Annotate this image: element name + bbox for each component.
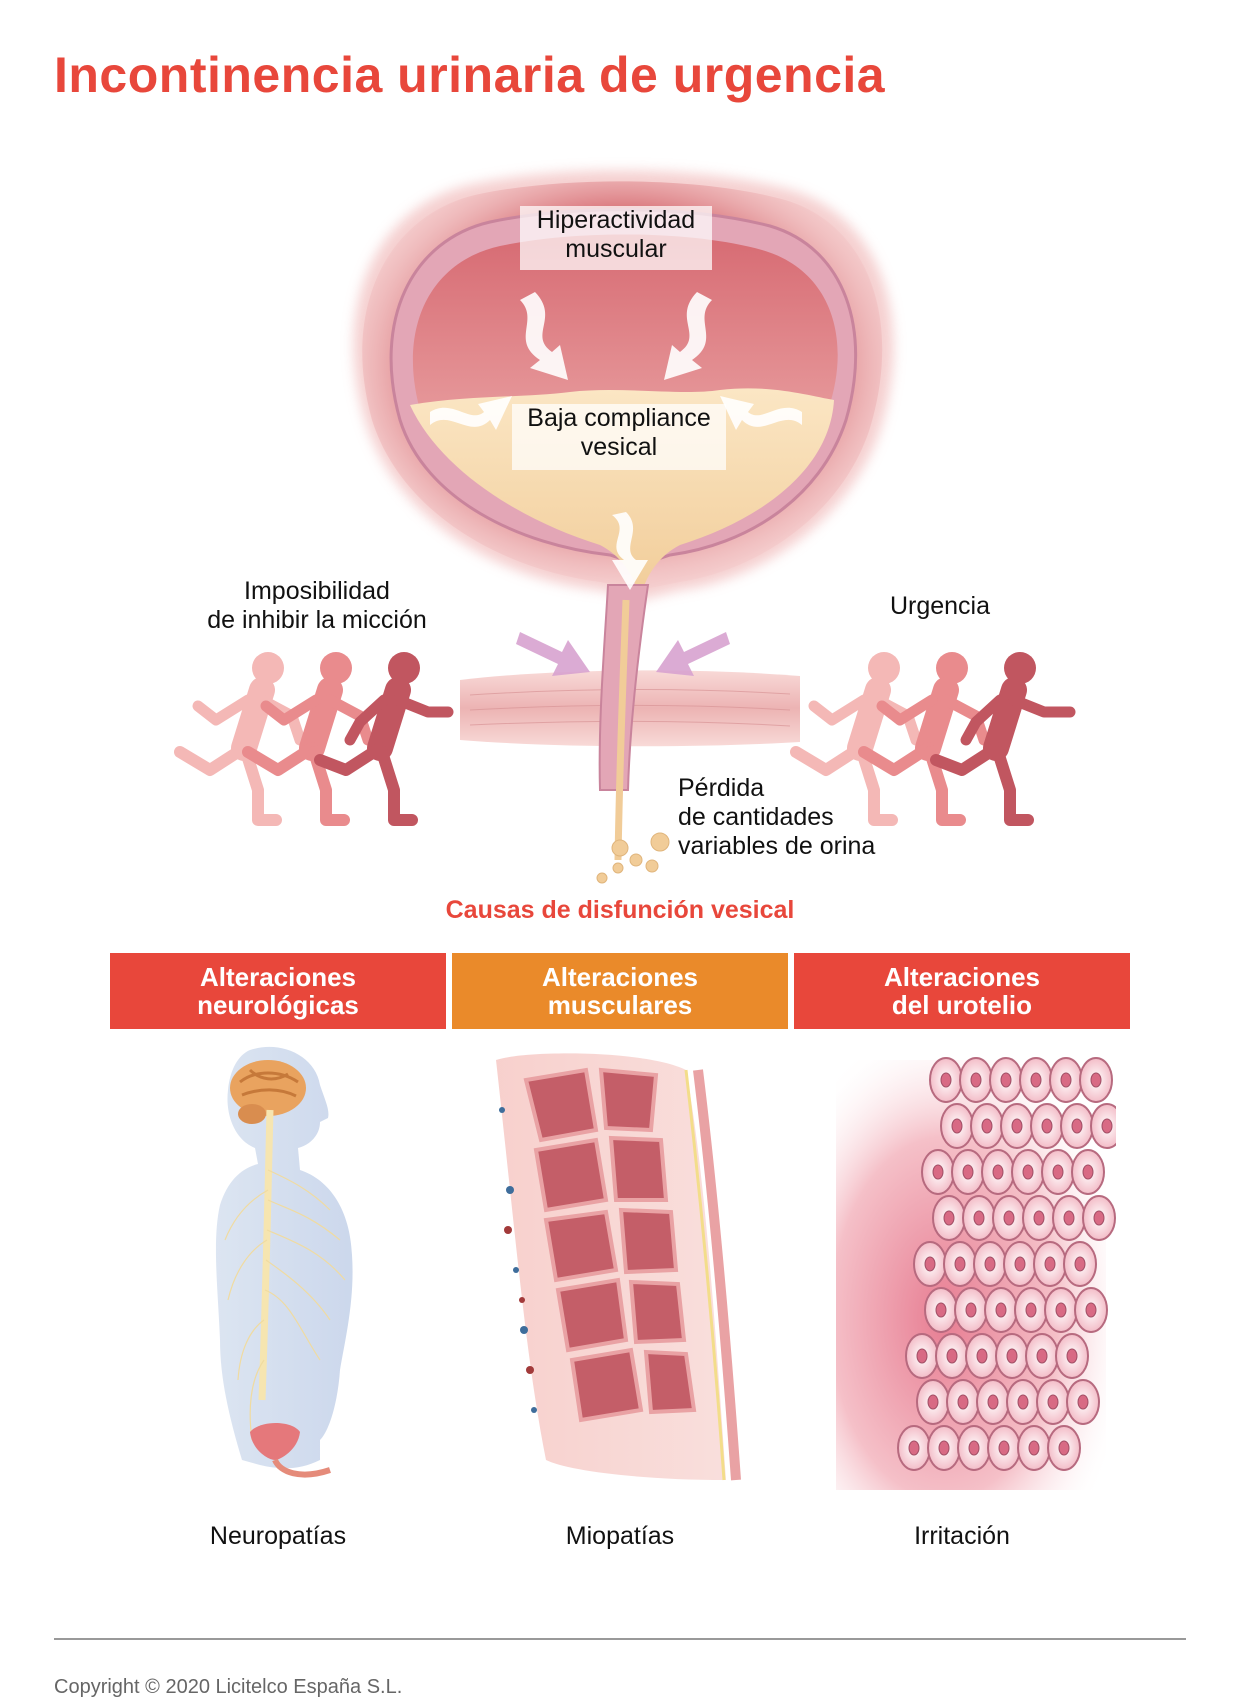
cell-nucleus (1017, 1394, 1029, 1410)
copyright: Copyright © 2020 Licitelco España S.L. (54, 1676, 403, 1698)
cell-nucleus (951, 1118, 963, 1134)
cell-nucleus (968, 1440, 980, 1456)
cell-nucleus (984, 1256, 996, 1272)
category-urothelium: Alteraciones del urotelio (794, 953, 1130, 1029)
category-label: Alteraciones neurológicas (197, 962, 359, 1020)
cell-nucleus (992, 1164, 1004, 1180)
category-label: Alteraciones musculares (541, 962, 699, 1020)
cell-nucleus (1000, 1072, 1012, 1088)
cell-nucleus (1055, 1302, 1067, 1318)
cell-nucleus (1022, 1164, 1034, 1180)
cell-nucleus (1047, 1394, 1059, 1410)
cell-nucleus (1082, 1164, 1094, 1180)
cell-nucleus (965, 1302, 977, 1318)
cell-nucleus (1033, 1210, 1045, 1226)
cell-nucleus (1036, 1348, 1048, 1364)
cell-nucleus (1025, 1302, 1037, 1318)
cell-nucleus (1006, 1348, 1018, 1364)
cell-nucleus (916, 1348, 928, 1364)
cell-nucleus (995, 1302, 1007, 1318)
cell-nucleus (940, 1072, 952, 1088)
cell-nucleus (1003, 1210, 1015, 1226)
cell-nucleus (1071, 1118, 1083, 1134)
cell-nucleus (927, 1394, 939, 1410)
running-figures-left (174, 652, 454, 826)
label-hyperactivity: Hiperactividad muscular (520, 206, 712, 270)
cell-nucleus (938, 1440, 950, 1456)
label-urgency: Urgencia (889, 592, 991, 620)
cell-nucleus (1041, 1118, 1053, 1134)
label-low-compliance: Baja compliance vesical (512, 404, 726, 470)
cell-nucleus (1060, 1072, 1072, 1088)
category-muscular: Alteraciones musculares (452, 953, 788, 1029)
cell-nucleus (1030, 1072, 1042, 1088)
cell-nucleus (998, 1440, 1010, 1456)
urothelium-illustration (836, 1057, 1116, 1490)
caption-myopathies: Miopatías (565, 1522, 675, 1550)
cell-nucleus (957, 1394, 969, 1410)
nervous-system-illustration (215, 1046, 353, 1478)
cell-nucleus (981, 1118, 993, 1134)
cell-nucleus (1044, 1256, 1056, 1272)
cell-nucleus (1011, 1118, 1023, 1134)
cell-nucleus (954, 1256, 966, 1272)
cell-nucleus (970, 1072, 982, 1088)
cell-nucleus (987, 1394, 999, 1410)
page-title: Incontinencia urinaria de urgencia (54, 47, 886, 103)
causes-title: Causas de disfunción vesical (445, 896, 795, 924)
cell-nucleus (1077, 1394, 1089, 1410)
cell-nucleus (943, 1210, 955, 1226)
cell-nucleus (1063, 1210, 1075, 1226)
cell-nucleus (1014, 1256, 1026, 1272)
category-label: Alteraciones del urotelio (883, 962, 1041, 1020)
cell-nucleus (935, 1302, 947, 1318)
cell-nucleus (976, 1348, 988, 1364)
running-figures-right (790, 652, 1076, 826)
category-neurological: Alteraciones neurológicas (110, 953, 446, 1029)
cell-nucleus (946, 1348, 958, 1364)
cell-nucleus (1066, 1348, 1078, 1364)
footer-divider (54, 1638, 1186, 1640)
cell-nucleus (1058, 1440, 1070, 1456)
label-loss: Pérdida de cantidades variables de orina (678, 774, 876, 860)
cell-nucleus (1101, 1118, 1113, 1134)
cell-nucleus (924, 1256, 936, 1272)
cell-nucleus (1028, 1440, 1040, 1456)
caption-irritation: Irritación (914, 1522, 1010, 1550)
muscle-tissue-illustration (496, 1053, 741, 1481)
cell-nucleus (932, 1164, 944, 1180)
cell-nucleus (973, 1210, 985, 1226)
cell-nucleus (962, 1164, 974, 1180)
cell-nucleus (1090, 1072, 1102, 1088)
label-impossibility: Imposibilidad de inhibir la micción (207, 577, 427, 634)
cell-nucleus (1052, 1164, 1064, 1180)
caption-neuropathies: Neuropatías (209, 1522, 347, 1550)
cell-nucleus (1085, 1302, 1097, 1318)
cell-nucleus (1093, 1210, 1105, 1226)
cell-nucleus (908, 1440, 920, 1456)
cell-nucleus (1074, 1256, 1086, 1272)
